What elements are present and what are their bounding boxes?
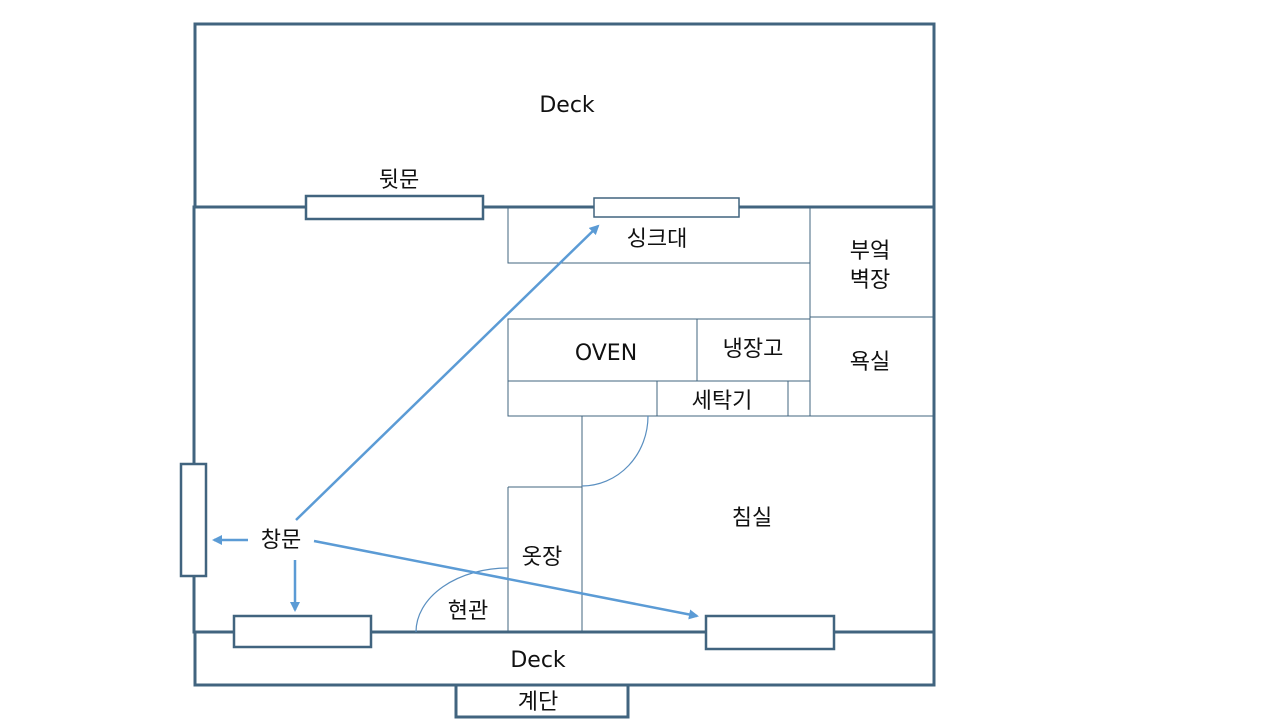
arrow-to-sink-window (295, 224, 600, 521)
window-bottom-right (704, 614, 836, 651)
fridge-label: 냉장고 (723, 337, 784, 362)
wardrobe-label: 옷장 (522, 545, 562, 570)
entrance-door-swing (415, 567, 509, 633)
window-bottom-left (232, 614, 373, 649)
deck-top-label: Deck (539, 93, 595, 118)
bathroom-label: 욕실 (850, 350, 890, 375)
arrow-to-bottom-right-window (313, 539, 699, 620)
back-door (304, 194, 485, 221)
bedroom-door-swing (581, 415, 649, 487)
oven-label: OVEN (575, 341, 637, 366)
kitchen-cabinet-label-1: 부엌 (850, 239, 890, 264)
sink-label: 싱크대 (627, 227, 688, 252)
stairs-box (454, 683, 630, 719)
stairs-label: 계단 (518, 690, 558, 715)
bedroom-label: 침실 (732, 506, 772, 531)
back-door-label: 뒷문 (379, 168, 419, 193)
sink-window (593, 197, 740, 218)
entrance-label: 현관 (448, 599, 488, 624)
washer-label: 세탁기 (692, 389, 753, 414)
kitchen-cabinet-label-2: 벽장 (850, 268, 890, 293)
window-label: 창문 (261, 528, 301, 553)
house-outline (192, 205, 936, 634)
washer-row (507, 380, 811, 417)
deck-bottom-label: Deck (510, 648, 566, 673)
window-left (179, 462, 208, 578)
